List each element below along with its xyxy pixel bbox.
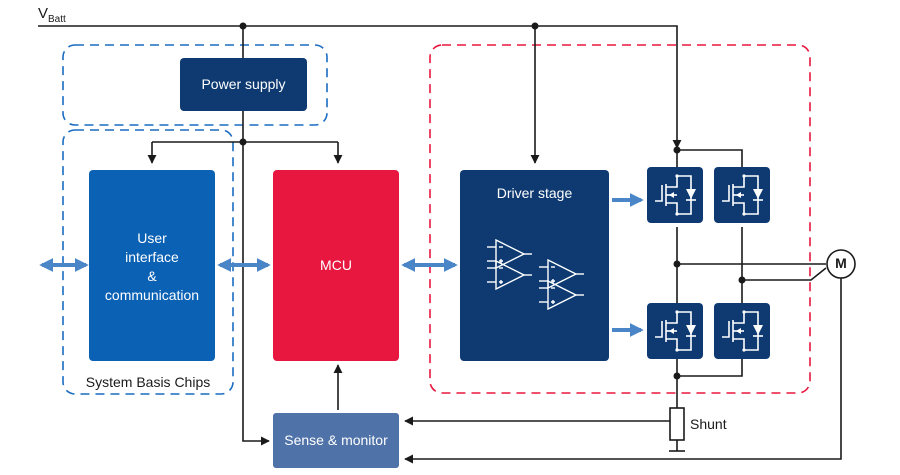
vbatt-label: VBatt <box>38 5 66 25</box>
shunt-resistor <box>669 407 685 441</box>
power-supply-label: Power supply <box>201 76 286 92</box>
motor-label: M <box>835 255 847 271</box>
sense-monitor-block <box>273 413 399 468</box>
system-basis-chips-label: System Basis Chips <box>85 374 211 390</box>
user-interface-block <box>89 170 215 361</box>
mosfet-transistor-icon <box>646 302 704 360</box>
mosfet-transistor-icon <box>713 302 771 360</box>
mcu-label: MCU <box>320 257 352 273</box>
driver-stage-label: Driver stage <box>496 185 573 201</box>
mcu-block <box>273 170 399 361</box>
driver-stage-block <box>460 170 609 361</box>
power-supply-block <box>180 58 307 111</box>
motor-icon <box>826 249 856 279</box>
user-interface-label: User interface & communication <box>104 230 200 303</box>
junction-dots <box>239 22 746 380</box>
system-basis-chips-outline <box>62 44 328 126</box>
shunt-label: Shunt <box>690 416 727 432</box>
mosfet-transistor-icon <box>713 166 771 224</box>
mosfet-transistor-icon <box>646 166 704 224</box>
sense-monitor-label: Sense & monitor <box>284 432 388 448</box>
bidirectional-arrow-icon <box>39 193 644 337</box>
